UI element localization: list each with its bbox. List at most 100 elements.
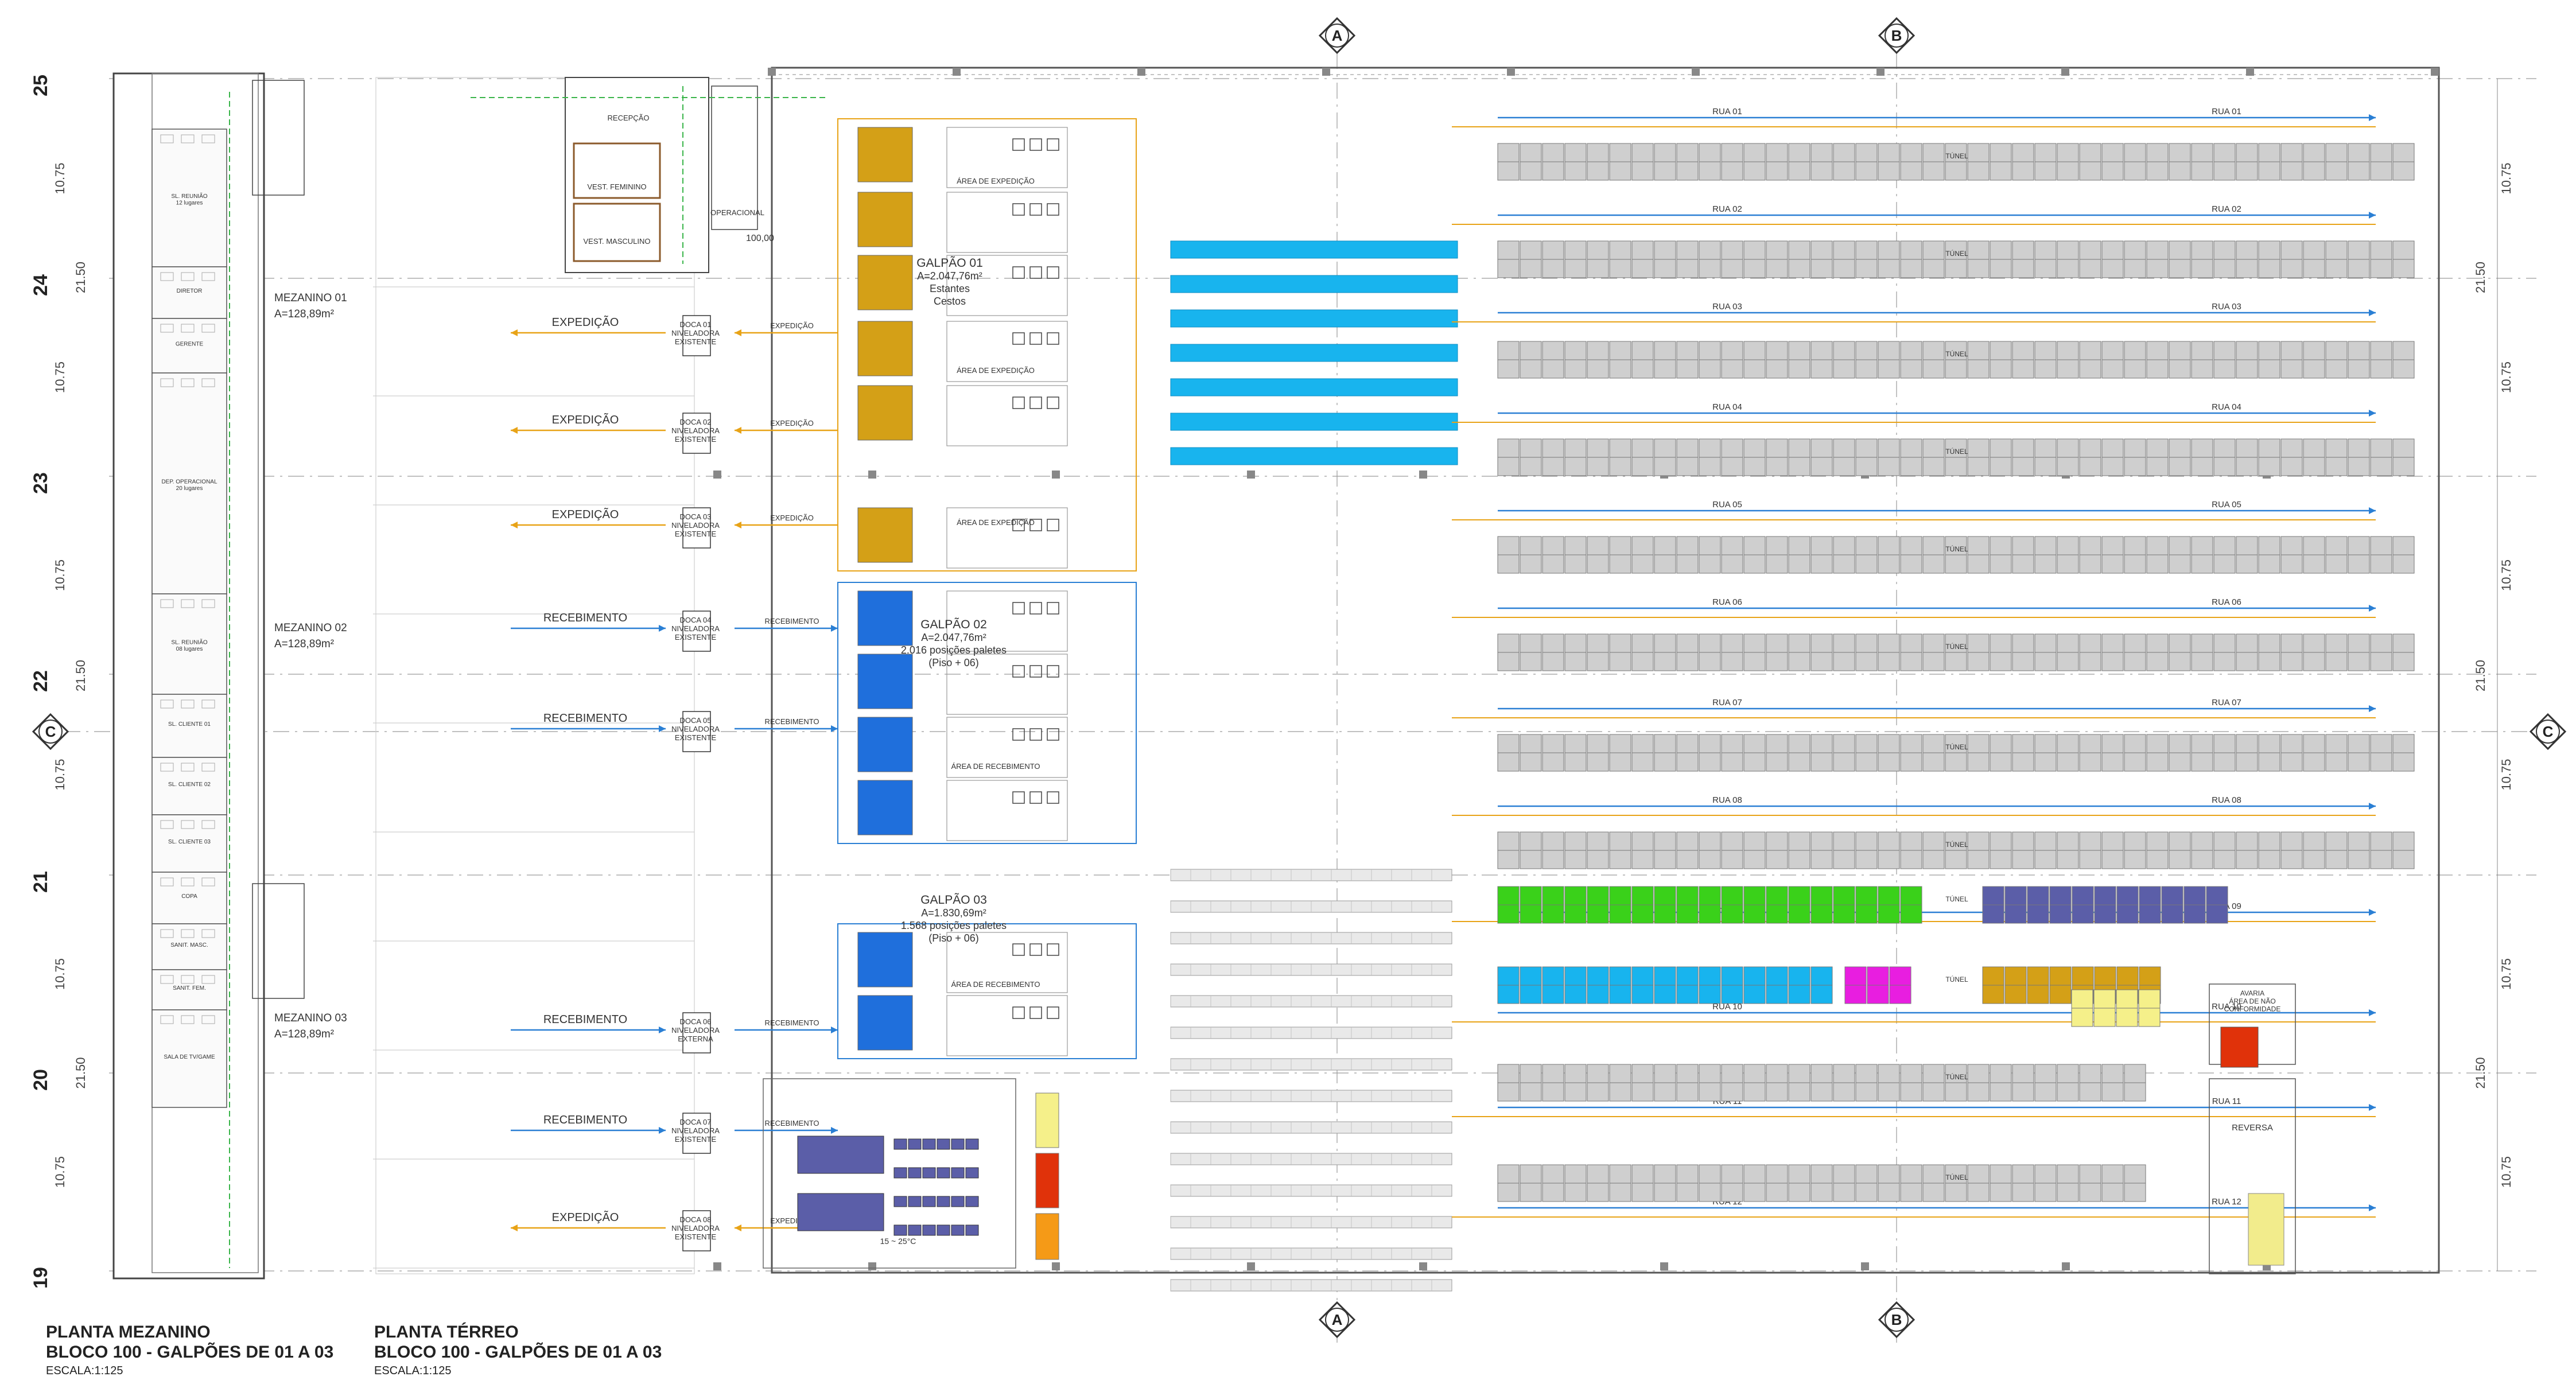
rack-grey xyxy=(2012,831,2034,851)
galpao-label-line: Cestos xyxy=(934,296,966,307)
tunnel-label: TÚNEL xyxy=(1945,447,1968,456)
rack-grey xyxy=(2057,259,2079,278)
rack-grey xyxy=(1810,554,1833,574)
rack-grey xyxy=(2057,143,2079,162)
tunnel-label-line: TÚNEL xyxy=(1945,151,1968,160)
rack-grey xyxy=(1766,831,1788,851)
rack-grey xyxy=(1990,831,2012,851)
rack-grey xyxy=(1766,1183,1788,1202)
rack-grey xyxy=(1766,240,1788,260)
rack-grey xyxy=(1587,438,1609,458)
galpao-label-line: (Piso + 06) xyxy=(928,932,979,944)
rack-grey xyxy=(2057,536,2079,555)
rack-grey xyxy=(1721,633,1743,653)
room-female-label: VEST. FEMININO xyxy=(587,182,646,191)
rack-grey xyxy=(2348,161,2370,181)
rack-grey xyxy=(2012,1064,2034,1083)
rack-grey xyxy=(1631,438,1654,458)
rack-grey xyxy=(2191,457,2213,476)
rack-grey xyxy=(1945,831,1967,851)
rack-grey xyxy=(2057,652,2079,671)
rack-grey xyxy=(2079,734,2101,753)
rack-grey xyxy=(1945,850,1967,869)
furniture xyxy=(181,820,195,829)
galpao-label-line-line: 1.568 posições paletes xyxy=(901,920,1007,931)
rack-grey xyxy=(1833,850,1855,869)
rack-grey xyxy=(1878,161,1900,181)
rack-grey xyxy=(2280,633,2303,653)
rack-grey xyxy=(1945,143,1967,162)
dock-name-line: EXTERNA xyxy=(678,1035,713,1043)
rack-grey xyxy=(2213,359,2236,379)
flow-arrow-head xyxy=(659,1027,666,1033)
mezzanine-room-name: DIRETOR xyxy=(177,288,203,294)
column xyxy=(2061,68,2069,76)
rack-grey xyxy=(1833,734,1855,753)
rack-grey xyxy=(1833,359,1855,379)
rack-grey xyxy=(2303,831,2325,851)
rack-cyan xyxy=(1520,966,1542,986)
rack-yellow xyxy=(2093,1008,2116,1027)
cyan-shelf-bar xyxy=(1170,240,1458,259)
galpao-label-line-line: A=2.047,76m² xyxy=(921,632,986,643)
rack-cyan xyxy=(1631,985,1654,1004)
dock-name-line: EXISTENTE xyxy=(675,1233,717,1241)
rack-grey xyxy=(2236,457,2258,476)
rack-grey xyxy=(1721,1064,1743,1083)
rack-grey xyxy=(1676,240,1699,260)
rack-grey xyxy=(1609,143,1631,162)
rack-grey xyxy=(1721,240,1743,260)
rack-grey xyxy=(1990,554,2012,574)
axis-c-left-label: C xyxy=(45,723,56,740)
rack-grey xyxy=(1564,359,1587,379)
rack-grey xyxy=(2348,341,2370,360)
rack-grey xyxy=(1609,341,1631,360)
rack-green xyxy=(1900,904,1922,924)
rack-grey xyxy=(2124,240,2146,260)
rack-grey xyxy=(1990,359,2012,379)
rack-grey xyxy=(2325,359,2348,379)
mezzanine-label-name: MEZANINO 02 xyxy=(274,622,347,634)
rack-grey xyxy=(1542,850,1564,869)
workstation xyxy=(1012,791,1025,804)
workstation xyxy=(1012,266,1025,279)
rack-grey xyxy=(1967,341,1990,360)
rack-grey xyxy=(1699,831,1721,851)
level-mark-line: 100,00 xyxy=(746,234,774,243)
dock-name-line: EXISTENTE xyxy=(675,633,717,641)
rack-grey xyxy=(1743,457,1766,476)
rack-grey xyxy=(1878,143,1900,162)
rack-grey xyxy=(2236,143,2258,162)
rack-grey xyxy=(2146,734,2169,753)
dock-flow-label: EXPEDIÇÃO xyxy=(770,514,814,522)
axis-a-top-label: A xyxy=(1332,27,1343,44)
rua-arrow-head xyxy=(2369,1009,2376,1016)
rack-grey xyxy=(1609,652,1631,671)
rack-grey xyxy=(1945,554,1967,574)
rack-grey xyxy=(2213,143,2236,162)
rack-grey xyxy=(1564,734,1587,753)
rack-grey xyxy=(1631,240,1654,260)
rack-grey xyxy=(2392,259,2415,278)
dock-leveler xyxy=(682,611,711,652)
rack-grey xyxy=(2101,438,2124,458)
rack-gold xyxy=(2027,966,2049,986)
rack-grey xyxy=(1922,341,1945,360)
rack-grey xyxy=(1609,554,1631,574)
mezzanine-room-name: SANIT. MASC. xyxy=(170,942,208,948)
rack-grey xyxy=(1699,143,1721,162)
rack-grey xyxy=(1990,457,2012,476)
rack-grey xyxy=(1833,240,1855,260)
axis-c-left-label-line: C xyxy=(45,723,56,740)
reversa-zone xyxy=(2209,1078,2296,1274)
rack-grey xyxy=(1945,1082,1967,1102)
rack-grey xyxy=(1900,143,1922,162)
rack-grey xyxy=(1609,1164,1631,1184)
rack-green xyxy=(1631,886,1654,905)
rack-grey xyxy=(2280,554,2303,574)
rack-grey xyxy=(1833,554,1855,574)
rack-cyan xyxy=(1788,985,1810,1004)
rack-grey xyxy=(2348,536,2370,555)
